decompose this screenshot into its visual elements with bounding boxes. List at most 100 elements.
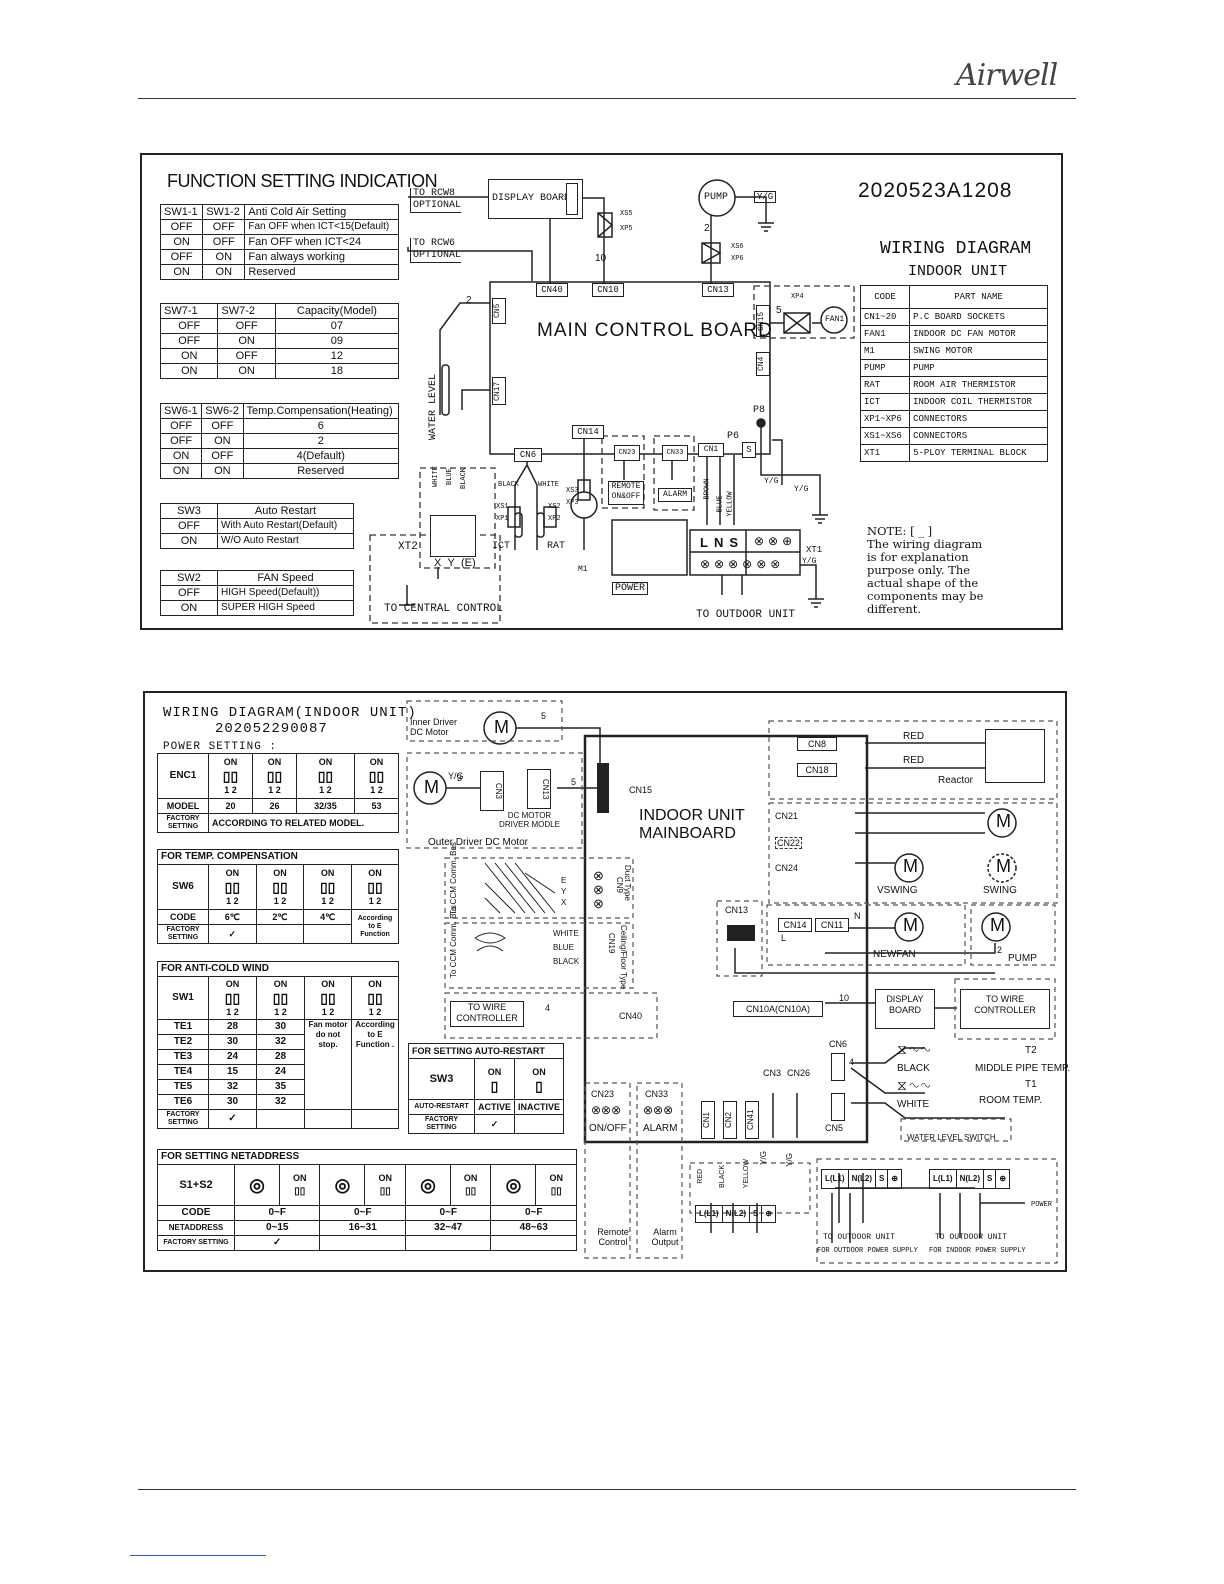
t1-white-label: WHITE [897,1099,930,1110]
xp5-label: XP5 [620,225,633,233]
power-setting-label: POWER SETTING : [163,741,278,753]
cn33-screws: ⊗⊗⊗ [643,1103,674,1117]
to-wire-controller-a: TO WIRE CONTROLLER [450,1001,524,1027]
white-wire-label: WHITE [538,481,560,489]
cn5-connector [831,1093,845,1121]
temp-compensation-table: FOR TEMP. COMPENSATION SW6 ON▯▯1 2 ON▯▯1… [157,849,399,944]
wire-l-label: L [781,933,787,943]
vswing-label: VSWING [877,885,918,896]
pump-label: PUMP [704,192,729,203]
wire-3: 3 [457,773,463,783]
central-black-label: BLACK [460,467,468,489]
wire-count-10b: 10 [839,993,850,1003]
water-level-label: WATER LEVEL [428,373,439,440]
lns-terminals: LNS [700,535,745,550]
cn6-connector [831,1053,845,1081]
cn21-label: CN21 [775,811,799,821]
cn10-connector: CN10 [592,283,624,297]
onoff-label: ON/OFF [589,1123,627,1134]
brand-logo: Airwell [956,58,1058,93]
power-label: POWER [612,582,649,595]
black-wire-label-2: BLACK [719,1165,726,1188]
t2-black-label: BLACK [897,1063,930,1074]
cn33-label: CN33 [645,1089,669,1099]
diagram-code: 2020523A1208 [858,179,1013,202]
alarm-box: ALARM [658,488,692,502]
indoor-unit-mainboard-label: INDOOR UNIT MAINBOARD [639,807,745,842]
display-board-2: DISPLAY BOARD [875,989,935,1029]
cn13-label: CN13 [725,905,749,915]
p6-label: P6 [727,431,740,442]
room-temp-label: ROOM TEMP. [979,1095,1042,1106]
cn17-connector: CN17 [492,377,506,405]
cn14-connector: CN14 [778,918,812,932]
wire-5a: 5 [541,711,547,721]
cn6-connector: CN6 [514,448,542,462]
cn9-label: CN9 [615,877,624,894]
cn4-connector: CN4 [756,352,770,376]
xs1-label: XS1 [496,503,509,511]
cn15-label: CN15 [629,785,653,795]
display-board-connector [566,183,578,215]
yellow-wire-label: YELLOW [726,491,735,517]
t2-sensor: ⧖∿∿ [897,1041,934,1057]
remote-control-label: Remote Control [597,1227,629,1247]
netaddress-table: FOR SETTING NETADDRESS S1+S2 ◎ON▯▯ ◎ON▯▯… [157,1149,577,1251]
xp1-label: XP1 [496,515,509,523]
indoor-power-supply-label: FOR INDOOR POWER SUPPLY [929,1247,1026,1255]
terminal-block-a: L(L1)N(L2)S⊕ [695,1205,777,1223]
xs3-label: XS3 [566,487,579,495]
alarm-label-2: ALARM [643,1123,678,1134]
xs5-label: XS5 [620,210,633,218]
xt2-label: XT2 [398,541,418,553]
cn1-connector: CN1 [698,443,724,457]
black-wire-label: BLACK [498,481,520,489]
cn13-connector: CN13 [702,283,734,297]
cn10a-connector: CN10A(CN10A) [733,1001,823,1017]
newfan-label: NEWFAN [873,949,916,960]
cn26-yg-label: Y/G [785,1153,794,1167]
cn40-connector: CN40 [536,283,568,297]
cn41-connector: CN41 [745,1101,759,1139]
cn23-connector: CN23 [614,445,640,461]
wire-count-2a: 2 [466,295,472,306]
yellow-wire-label-2: YELLOW [743,1159,750,1189]
m1-label: M1 [578,565,588,574]
cn19-label: CN19 [607,933,616,954]
xs6-label: XS6 [731,243,744,251]
cn26-label: CN26 [787,1068,811,1078]
t2-label: T2 [1025,1045,1037,1056]
cn5-connector: CN5 [492,298,506,324]
cn6-label: CN6 [829,1039,848,1049]
wiring-diagram-2: WIRING DIAGRAM(INDOOR UNIT) 202052290087… [143,691,1070,1272]
alarm-output-label: Alarm Output [651,1227,679,1247]
central-white-label: WHITE [432,465,440,487]
wiring-diagram-title: WIRING DIAGRAM [880,239,1032,259]
power-setting-table: ENC1 ON▯▯1 2 ON▯▯1 2 ON▯▯1 2 ON▯▯1 2 MOD… [157,753,400,833]
wire-5b: 5 [571,777,577,787]
pump-label-2: PUMP [1008,953,1037,964]
cn3-label: CN3 [763,1068,782,1078]
xp6-label: XP6 [731,255,744,263]
cn40-label: CN40 [619,1011,643,1021]
cn22-label: CN22 [775,837,803,849]
main-control-board-label: MAIN CONTROL BOARD [537,320,773,341]
wire-4b: 4 [849,1057,855,1067]
water-level-switch-label: WATER LEVEL SWITCH [907,1133,996,1142]
xp4-label: XP4 [791,293,804,301]
inner-driver-label: Inner Driver DC Motor [410,717,458,737]
power-label-2: POWER [1031,1201,1053,1209]
swing-motor-a-symbol: M [996,811,1011,831]
red-wire-label-2: RED [697,1169,704,1184]
cn11-connector: CN11 [815,918,849,932]
swing-motor-b-symbol: M [996,856,1011,876]
terminal-screws-top: ⊗⊗⊕ [754,534,797,548]
ict-label: ICT [492,541,511,552]
diagram2-wires [406,700,1058,1264]
